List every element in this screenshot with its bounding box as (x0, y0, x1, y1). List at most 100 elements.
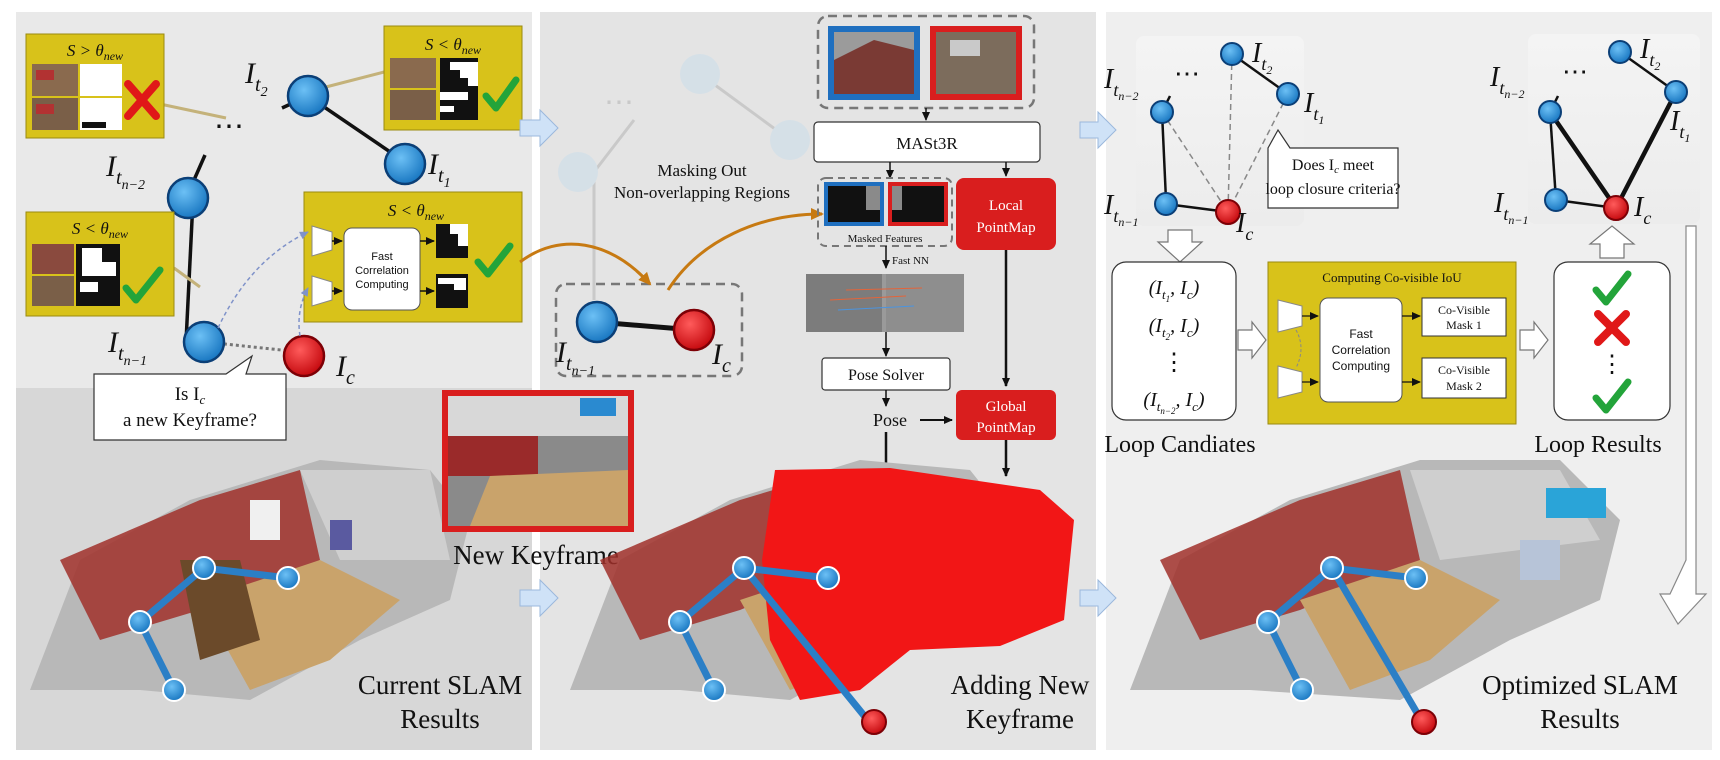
graph-dots: ⋯ (214, 110, 244, 143)
svg-text:Itn−1: Itn−1 (107, 326, 147, 369)
svg-text:⋮: ⋮ (1600, 352, 1624, 378)
svg-text:Masked Features: Masked Features (848, 233, 923, 245)
similarity-box-accept-left: S < θnew (25, 211, 175, 317)
svg-text:It1: It1 (427, 148, 451, 191)
down-arrow-candidates (1156, 229, 1204, 263)
added-keyframe-reconstruction (570, 460, 1074, 700)
svg-text:(It1, Ic): (It1, Ic) (1149, 277, 1200, 304)
node-it1 (383, 142, 427, 186)
caption-adding-2: Keyframe (966, 704, 1074, 734)
svg-text:⋯: ⋯ (604, 86, 634, 119)
current-slam-reconstruction (30, 460, 470, 700)
caption-optimized-2: Results (1540, 704, 1620, 734)
svg-text:(Itn−2, Ic): (Itn−2, Ic) (1143, 389, 1204, 416)
local-pointmap-block (956, 178, 1056, 250)
node-itn1 (182, 320, 226, 364)
loop-results-label: Loop Results (1534, 432, 1661, 458)
svg-text:a new Keyframe?: a new Keyframe? (123, 410, 257, 431)
svg-text:(It2, Ic): (It2, Ic) (1149, 315, 1200, 342)
covisible-iou-box: Computing Co-visible IoU Fast Correlatio… (1267, 261, 1517, 425)
keyframe-pair-box: Itn−1 Ic (554, 282, 744, 379)
svg-text:Computing: Computing (355, 279, 408, 291)
correlation-box: S < θnew Fast Correlation Computing (303, 191, 523, 323)
right-panel: ⋯ It2 It1 Itn−2 Itn−1 Ic Does Ic meet lo… (1103, 34, 1708, 735)
svg-text:It2: It2 (244, 57, 268, 100)
similarity-box-accept-top: S < θnew (383, 25, 523, 131)
svg-text:It1: It1 (1303, 88, 1324, 127)
keyframe-question-callout: Is Ic a new Keyframe? (93, 354, 287, 441)
panel-arrow-1 (519, 108, 559, 148)
new-keyframe-label: New Keyframe (453, 540, 619, 570)
masking-label-1: Masking Out (657, 161, 747, 180)
svg-text:Itn−2: Itn−2 (1489, 62, 1524, 101)
svg-text:Fast NN: Fast NN (892, 255, 929, 267)
svg-text:Global: Global (986, 399, 1027, 415)
svg-text:Itn−1: Itn−1 (555, 336, 595, 379)
node-itn2 (166, 176, 210, 220)
optimized-reconstruction (1130, 460, 1620, 700)
svg-text:Local: Local (989, 198, 1023, 214)
svg-text:Itn−2: Itn−2 (1103, 64, 1138, 103)
masked-features: Masked Features (817, 177, 953, 247)
panel-arrow-2 (519, 578, 559, 618)
optimize-arrow (1658, 225, 1708, 625)
svg-text:Is Ic: Is Ic (175, 384, 206, 407)
caption-current-slam-2: Results (400, 704, 480, 734)
svg-text:It2: It2 (1639, 34, 1660, 73)
svg-text:Mask 2: Mask 2 (1446, 379, 1482, 393)
svg-text:Does Ic meet: Does Ic meet (1292, 157, 1375, 176)
node-it2 (286, 74, 330, 118)
svg-text:Ic: Ic (1633, 192, 1651, 228)
check-icon (1592, 378, 1632, 414)
svg-text:S < θnew: S < θnew (425, 35, 481, 57)
panel-arrow-4 (1079, 578, 1117, 618)
caption-optimized-1: Optimized SLAM (1482, 670, 1678, 700)
check-icon (1592, 270, 1632, 306)
node-ic (282, 334, 326, 378)
left-panel: ⋯ It2 It1 Itn−2 Itn−1 Ic S > θnew (25, 25, 523, 734)
check-icon (482, 76, 520, 112)
svg-text:Itn−1: Itn−1 (1103, 190, 1138, 229)
svg-text:Correlation: Correlation (1332, 343, 1391, 357)
svg-text:Ic: Ic (335, 350, 355, 389)
caption-adding-1: Adding New (951, 670, 1090, 700)
svg-text:S > θnew: S > θnew (67, 41, 123, 63)
new-keyframe-thumbnail (442, 390, 634, 532)
svg-text:⋯: ⋯ (1174, 59, 1200, 88)
caption-current-slam-1: Current SLAM (358, 670, 522, 700)
svg-text:loop closure criteria?: loop closure criteria? (1265, 181, 1400, 198)
mast3r-block (813, 121, 1041, 163)
svg-text:It1: It1 (1669, 106, 1690, 145)
svg-text:⋯: ⋯ (1562, 57, 1588, 86)
similarity-box-reject: S > θnew (25, 33, 165, 139)
global-pointmap-block (956, 390, 1056, 440)
check-icon (122, 266, 164, 304)
loop-graph-results: ⋯ It2 It1 Itn−2 Itn−1 Ic (1489, 34, 1700, 228)
middle-panel: ⋯ Masking Out Non-overlapping Regions It… (442, 14, 1090, 735)
svg-text:Itn−2: Itn−2 (105, 150, 145, 193)
svg-text:Computing: Computing (1332, 359, 1390, 373)
svg-text:S < θnew: S < θnew (388, 201, 444, 223)
loop-question-callout: Does Ic meet loop closure criteria? (1265, 128, 1401, 209)
svg-text:⋮: ⋮ (1162, 350, 1186, 376)
svg-text:Computing Co-visible IoU: Computing Co-visible IoU (1322, 270, 1462, 285)
svg-text:Fast: Fast (1349, 327, 1373, 341)
cross-icon (124, 80, 160, 120)
svg-text:Fast: Fast (371, 251, 392, 263)
svg-text:Ic: Ic (1235, 208, 1253, 244)
svg-text:MASt3R: MASt3R (896, 134, 958, 153)
svg-text:Pose Solver: Pose Solver (848, 367, 925, 384)
loop-candidates-box: (It1, Ic) (It2, Ic) ⋮ (Itn−2, Ic) (1111, 261, 1237, 421)
svg-text:It2: It2 (1251, 38, 1272, 77)
loop-graph-candidates: ⋯ It2 It1 Itn−2 Itn−1 Ic (1103, 36, 1324, 244)
svg-text:S < θnew: S < θnew (72, 219, 128, 241)
svg-text:Mask 1: Mask 1 (1446, 318, 1482, 332)
svg-text:Ic: Ic (711, 338, 731, 377)
loop-candidates-label: Loop Candiates (1104, 432, 1255, 458)
svg-text:Co-Visible: Co-Visible (1438, 363, 1490, 377)
svg-text:Itn−1: Itn−1 (1493, 188, 1528, 227)
svg-text:PointMap: PointMap (976, 220, 1035, 236)
panel-arrow-3 (1079, 110, 1117, 150)
svg-text:Correlation: Correlation (355, 265, 409, 277)
